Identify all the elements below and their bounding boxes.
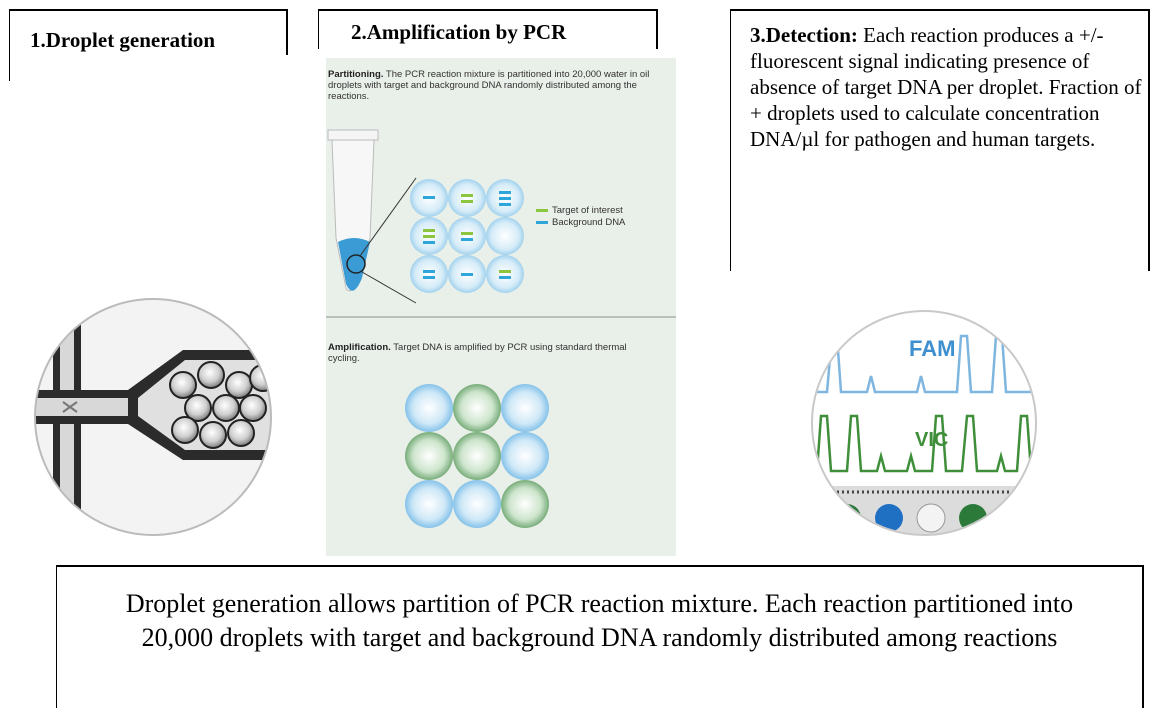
summary-box: Droplet generation allows partition of P… xyxy=(56,565,1144,708)
step2-title: 2.Amplification by PCR xyxy=(351,20,567,44)
partitioning-illustration xyxy=(327,129,548,304)
step1-box: 1.Droplet generation xyxy=(9,9,288,85)
partitioning-body: The PCR reaction mixture is partitioned … xyxy=(328,69,650,102)
step3-description: Each reaction produces a +/- fluorescent… xyxy=(750,23,1142,151)
step3-title: 3.Detection: xyxy=(750,23,858,47)
amplification-text: Amplification. Target DNA is amplified b… xyxy=(328,342,648,364)
legend-target-label: Target of interest xyxy=(552,205,623,216)
detection-image: FAM VIC xyxy=(811,310,1037,536)
amplification-heading: Amplification. xyxy=(328,342,391,353)
background-legend-swatch xyxy=(536,221,548,224)
step2-box: 2.Amplification by PCR xyxy=(318,9,658,49)
step3-box: 3.Detection: Each reaction produces a +/… xyxy=(730,9,1150,271)
summary-text: Droplet generation allows partition of P… xyxy=(125,589,1074,652)
amplification-illustration xyxy=(405,384,549,528)
droplet-generation-image xyxy=(34,298,272,536)
partitioning-heading: Partitioning. xyxy=(328,69,384,80)
vic-label: VIC xyxy=(915,429,948,451)
amplification-body: Target DNA is amplified by PCR using sta… xyxy=(328,342,627,364)
legend-background-label: Background DNA xyxy=(552,217,626,228)
step1-title: 1.Droplet generation xyxy=(30,28,216,52)
partitioning-text: Partitioning. The PCR reaction mixture i… xyxy=(328,69,668,102)
target-legend-swatch xyxy=(536,209,548,212)
droplet-grid xyxy=(410,179,524,293)
fam-label: FAM xyxy=(909,336,955,361)
pcr-panel: Partitioning. The PCR reaction mixture i… xyxy=(326,58,676,556)
vic-trace xyxy=(812,414,1036,473)
panel-divider xyxy=(326,316,676,318)
